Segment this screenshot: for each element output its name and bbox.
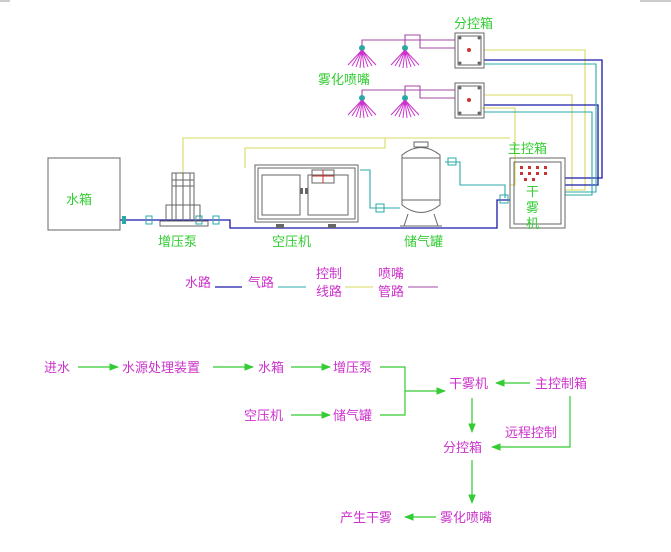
- flow-water-tank: 水箱: [258, 360, 284, 376]
- control-wires: [182, 49, 586, 205]
- flow-water-treatment: 水源处理装置: [122, 361, 200, 376]
- dry-fog-machine-label-1: 干: [526, 185, 539, 200]
- legend: 水路 气路 控制 线路 喷嘴 管路: [185, 267, 438, 300]
- flow-atomizing-nozzle: 雾化喷嘴: [440, 511, 492, 526]
- nozzle-icon: [390, 45, 420, 69]
- air-pipes: [360, 63, 597, 209]
- flow-produce-dry-fog: 产生干雾: [340, 511, 392, 526]
- main-control-box-label: 主控箱: [508, 141, 547, 157]
- water-pipes: [120, 59, 603, 229]
- legend-control-label-2: 线路: [316, 284, 342, 300]
- flow-remote-arrow: [491, 396, 571, 451]
- water-line-fittings: [122, 157, 509, 225]
- flow-air-tank: 储气罐: [333, 408, 372, 424]
- flow-dry-fog-machine: 干雾机: [449, 377, 488, 392]
- legend-nozzle-label-1: 喷嘴: [378, 267, 404, 282]
- sub-control-box-label: 分控箱: [454, 16, 493, 32]
- air-compressor: 空压机: [254, 164, 359, 250]
- flow-sub-control-box: 分控箱: [443, 440, 482, 456]
- flow-main-control-box: 主控制箱: [535, 376, 587, 392]
- flow-inlet-water: 进水: [44, 361, 70, 376]
- air-tank: 储气罐: [400, 141, 443, 250]
- flow-air-compressor: 空压机: [244, 409, 283, 424]
- nozzle-group-2: [347, 95, 420, 119]
- legend-nozzle-label-2: 管路: [378, 284, 404, 300]
- legend-air-label: 气路: [248, 275, 274, 291]
- nozzle-icon: [347, 95, 377, 119]
- water-tank: 水箱: [47, 157, 121, 231]
- air-compressor-label: 空压机: [272, 235, 311, 250]
- flow-booster-pump: 增压泵: [333, 361, 372, 376]
- nozzle-icon: [390, 95, 420, 119]
- booster-pump: 增压泵: [158, 172, 209, 250]
- nozzle-group-1: 雾化喷嘴: [318, 45, 420, 88]
- legend-control-label-1: 控制: [316, 267, 342, 282]
- dry-fog-machine-label-2: 雾: [526, 201, 539, 216]
- flow-merge-bracket: [380, 366, 406, 416]
- flowchart: 进水 水源处理装置 水箱 增压泵 空压机 储气罐 干雾机 主控制箱 分控箱 远程…: [44, 360, 587, 526]
- legend-water-label: 水路: [185, 275, 211, 291]
- sub-control-box-2: [454, 82, 485, 119]
- air-tank-label: 储气罐: [404, 234, 443, 250]
- sub-control-box-1: 分控箱: [454, 16, 493, 69]
- water-tank-label: 水箱: [66, 192, 92, 208]
- booster-pump-label: 增压泵: [158, 235, 197, 250]
- main-control-box: 主控箱 干 雾 机: [508, 141, 566, 232]
- dry-fog-machine-label-3: 机: [526, 217, 539, 232]
- nozzle-icon: [347, 45, 377, 69]
- nozzle-pipes: [361, 34, 455, 99]
- atomizing-nozzle-label: 雾化喷嘴: [318, 73, 370, 88]
- flow-remote-control: 远程控制: [505, 426, 557, 441]
